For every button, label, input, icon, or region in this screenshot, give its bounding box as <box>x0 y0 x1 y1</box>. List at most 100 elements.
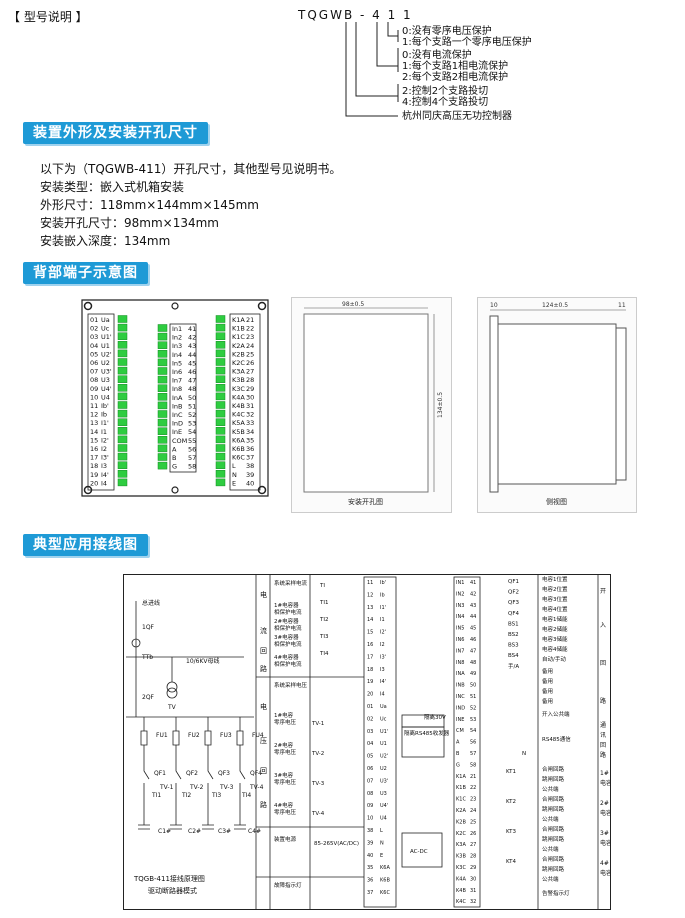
terminal-label: 51 <box>188 402 196 410</box>
terminal-label: 42 <box>188 334 196 342</box>
terminal-connector <box>215 392 226 401</box>
ct-label: TI4 <box>319 651 329 657</box>
wiring-row-label: 零序电压 <box>274 808 297 816</box>
terminal-number: 13 <box>90 419 98 427</box>
wiring-row-label: 相保护电流 <box>274 640 302 648</box>
terminal-number: K3B <box>232 376 245 384</box>
rs485-transceiver-label: 隔离RS485收发器 <box>404 729 450 737</box>
terminal-connector <box>117 384 128 392</box>
terminal-connector <box>215 409 226 418</box>
terminal-number: 04 <box>90 342 98 350</box>
wiring-row-label: 系统采样电压 <box>274 681 308 689</box>
feeder-branch <box>234 717 246 830</box>
wiring-left-label: TI3 <box>211 792 221 799</box>
terminal-label: U1 <box>101 342 110 350</box>
terminal-number: COM <box>172 437 187 445</box>
wiring-left-label: FU3 <box>220 732 232 739</box>
wiring-terminal-label: U2 <box>380 766 387 772</box>
terminal-label: 36 <box>246 445 254 453</box>
terminal-label: 43 <box>188 342 196 350</box>
terminal-label: I2' <box>101 436 109 444</box>
wiring-terminal-number: 08 <box>367 791 373 797</box>
wiring-left-label: C4# <box>248 828 261 835</box>
terminal-label: 45 <box>188 359 196 367</box>
terminal-connector <box>117 435 128 444</box>
terminal-number: In3 <box>172 342 182 350</box>
wiring-terminal-number: 02 <box>367 716 373 722</box>
terminal-number: InC <box>172 411 183 419</box>
feeder-branch <box>202 717 214 830</box>
terminal-connector <box>117 427 128 435</box>
terminal-connector <box>215 435 226 444</box>
wiring-row-label: 相保护电流 <box>274 608 302 616</box>
terminal-label: 47 <box>188 377 196 385</box>
terminal-connector <box>157 324 168 332</box>
terminal-number: 01 <box>90 316 98 324</box>
wiring-terminal-label: Ib <box>380 592 385 598</box>
terminal-number: 17 <box>90 454 98 462</box>
wiring-left-label: QF3 <box>218 770 230 777</box>
terminal-connector <box>215 427 226 435</box>
wiring-terminal-number: 52 <box>470 705 476 711</box>
wiring-terminal-label: K1B <box>456 785 466 791</box>
terminal-label: 40 <box>246 479 254 487</box>
terminal-label: 25 <box>246 350 254 358</box>
screw-hole-icon <box>171 486 179 494</box>
terminal-label: 46 <box>188 368 196 376</box>
wiring-terminal-number: 12 <box>367 592 373 598</box>
wiring-terminal-number: 21 <box>470 774 476 780</box>
terminal-number: 08 <box>90 376 98 384</box>
wiring-right-group: 3# <box>600 830 609 837</box>
wiring-row-label: 相保护电流 <box>274 624 302 632</box>
wiring-terminal-number: 23 <box>470 797 476 803</box>
wiring-terminal-label: IN3 <box>456 603 464 609</box>
terminal-connector <box>215 366 226 375</box>
wiring-terminal-number: 29 <box>470 865 476 871</box>
wiring-terminal-label: K1C <box>456 797 466 803</box>
wiring-terminal-label: K3A <box>456 842 466 848</box>
wiring-right-label: 开入公共端 <box>542 710 570 718</box>
wiring-terminal-number: 01 <box>367 704 373 710</box>
wiring-terminal-number: 03 <box>367 729 373 735</box>
wiring-left-label: C1# <box>158 828 171 835</box>
wiring-left-label: TV-3 <box>219 784 234 791</box>
terminal-label: I3' <box>101 454 109 462</box>
wiring-right-label: 备用 <box>542 677 553 685</box>
wiring-terminal-label: IN8 <box>456 660 464 666</box>
terminal-number: K3A <box>232 368 245 376</box>
terminal-number: 14 <box>90 428 98 436</box>
spec-line-0: 以下为（TQGWB-411）开孔尺寸，其他型号见说明书。 <box>40 162 342 176</box>
input-switch-label: BS1 <box>508 621 519 627</box>
wiring-terminal-label: K6B <box>380 878 390 884</box>
wiring-left-label: QF4 <box>250 770 262 777</box>
terminal-connector <box>157 453 168 461</box>
wiring-right-group: 4# <box>600 860 609 867</box>
terminal-connector <box>117 341 128 349</box>
relay-label: KT3 <box>506 829 517 835</box>
wiring-right-group: 讯 <box>600 731 606 739</box>
tv-label: TV-3 <box>311 781 325 787</box>
wiring-left-label: TTb <box>141 654 153 661</box>
circuit-group-label: 路 <box>260 664 267 673</box>
wiring-right-label: 跳闸回路 <box>542 775 565 783</box>
wiring-right-label: 电容3储能 <box>542 635 568 643</box>
wiring-terminal-label: I2' <box>380 630 386 636</box>
wiring-terminal-label: Uc <box>380 716 387 722</box>
terminal-connector <box>117 315 128 323</box>
wiring-terminal-label: I1' <box>380 605 386 611</box>
terminal-number: L <box>232 462 236 470</box>
tv-label: TV-4 <box>311 811 325 817</box>
terminal-number: K3C <box>232 385 245 393</box>
wiring-terminal-label: K1A <box>456 774 466 780</box>
wiring-terminal-number: 49 <box>470 671 476 677</box>
model-option-4: 2:每个支路2相电流保护 <box>402 72 509 83</box>
terminal-number: In1 <box>172 325 182 333</box>
terminal-label: 39 <box>246 471 254 479</box>
terminal-number: K2A <box>232 342 245 350</box>
wiring-terminal-number: 39 <box>367 840 373 846</box>
wiring-terminal-number: 50 <box>470 683 476 689</box>
terminal-number: K5A <box>232 419 245 427</box>
wiring-terminal-number: 09 <box>367 803 373 809</box>
terminal-number: InB <box>172 402 183 410</box>
terminal-number: InD <box>172 420 183 428</box>
